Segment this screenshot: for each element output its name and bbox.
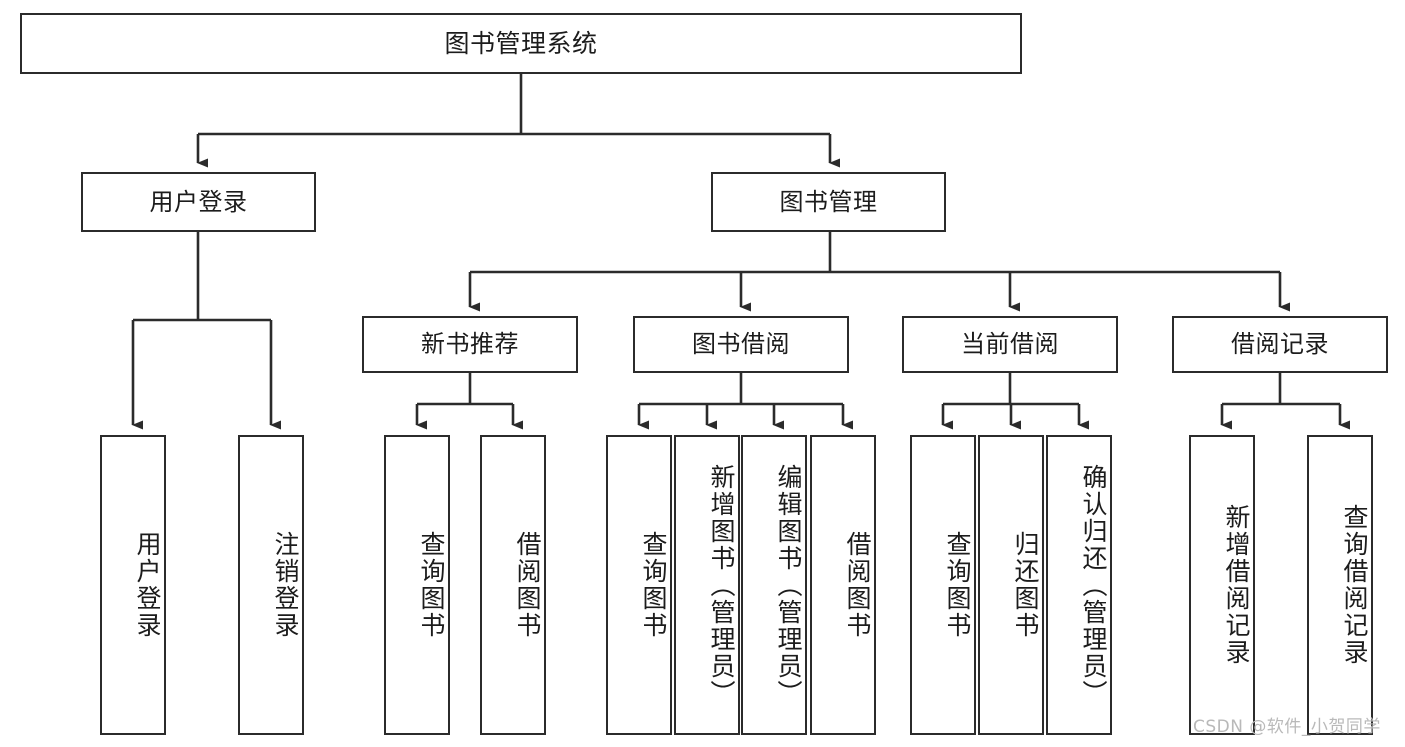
node-book-borrow[interactable]: 图书借阅: [633, 316, 849, 373]
node-label: 注销登录: [271, 531, 300, 639]
node-label: 编辑图书（管理员）: [774, 463, 803, 707]
node-leaf-borrow-book-1[interactable]: 借阅图书: [480, 435, 546, 735]
node-leaf-query-record[interactable]: 查询借阅记录: [1307, 435, 1373, 735]
node-current-borrow[interactable]: 当前借阅: [902, 316, 1118, 373]
node-label: 新增图书（管理员）: [707, 463, 736, 707]
node-label: 查询图书: [639, 531, 668, 639]
node-leaf-query-book-3[interactable]: 查询图书: [910, 435, 976, 735]
node-label: 新增借阅记录: [1222, 504, 1251, 666]
node-root-system[interactable]: 图书管理系统: [20, 13, 1022, 74]
node-leaf-query-book-2[interactable]: 查询图书: [606, 435, 672, 735]
node-label: 当前借阅: [961, 330, 1059, 359]
node-leaf-user-login[interactable]: 用户登录: [100, 435, 166, 735]
node-label: 借阅记录: [1231, 330, 1329, 359]
node-user-login[interactable]: 用户登录: [81, 172, 316, 232]
node-label: 图书管理系统: [444, 28, 598, 58]
node-label: 查询借阅记录: [1340, 504, 1369, 666]
node-label: 用户登录: [133, 531, 162, 639]
node-leaf-confirm-return[interactable]: 确认归还（管理员）: [1046, 435, 1112, 735]
node-leaf-return-book[interactable]: 归还图书: [978, 435, 1044, 735]
node-book-manage[interactable]: 图书管理: [711, 172, 946, 232]
node-label: 查询图书: [943, 531, 972, 639]
node-label: 确认归还（管理员）: [1079, 463, 1108, 707]
csdn-watermark: CSDN @软件_小贺同学: [1193, 717, 1381, 737]
node-label: 图书管理: [779, 187, 878, 216]
node-leaf-edit-book[interactable]: 编辑图书（管理员）: [741, 435, 807, 735]
node-borrow-record[interactable]: 借阅记录: [1172, 316, 1388, 373]
node-leaf-add-record[interactable]: 新增借阅记录: [1189, 435, 1255, 735]
node-label: 归还图书: [1011, 531, 1040, 639]
node-new-book-recommend[interactable]: 新书推荐: [362, 316, 578, 373]
node-label: 新书推荐: [421, 330, 519, 359]
node-label: 图书借阅: [692, 330, 790, 359]
node-label: 用户登录: [149, 187, 248, 216]
node-label: 借阅图书: [513, 531, 542, 639]
node-label: 借阅图书: [843, 531, 872, 639]
node-leaf-add-book[interactable]: 新增图书（管理员）: [674, 435, 740, 735]
node-leaf-user-logout[interactable]: 注销登录: [238, 435, 304, 735]
node-leaf-borrow-book-2[interactable]: 借阅图书: [810, 435, 876, 735]
node-label: 查询图书: [417, 531, 446, 639]
node-leaf-query-book-1[interactable]: 查询图书: [384, 435, 450, 735]
